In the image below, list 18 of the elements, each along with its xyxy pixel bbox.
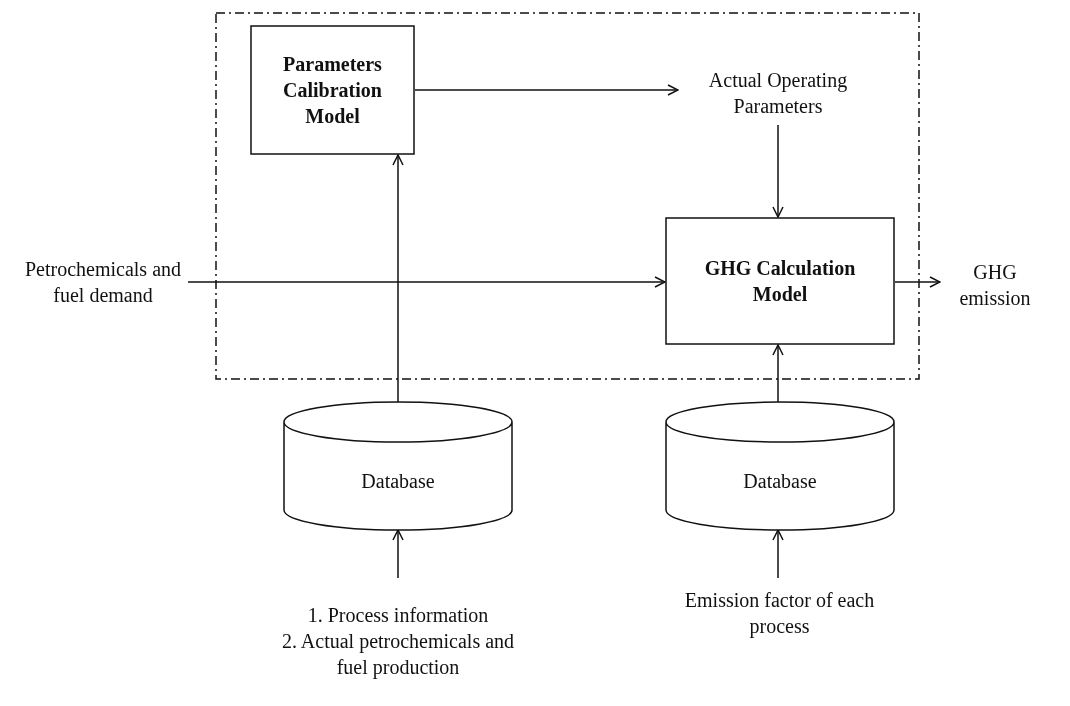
arrow: [414, 84, 679, 96]
arrow: [392, 529, 404, 579]
text-label: Actual Operating Parameters: [707, 67, 849, 119]
arrow: [772, 529, 784, 579]
text-label: Petrochemicals and fuel demand: [23, 257, 183, 308]
text-label: Database: [361, 469, 435, 494]
arrow: [772, 344, 784, 403]
arrow: [772, 124, 784, 218]
arrow: [894, 276, 941, 288]
arrow: [392, 154, 404, 403]
arrow: [187, 276, 666, 288]
text-label: GHG Calculation Model: [703, 256, 857, 307]
text-label: 1. Process information: [307, 602, 489, 628]
text-label: GHG emission: [958, 259, 1032, 311]
text-label: Database: [743, 469, 817, 494]
text-label: Emission factor of each process: [683, 588, 876, 639]
text-label: Parameters Calibration Model: [282, 52, 383, 129]
text-label: 2. Actual petrochemicals and fuel production: [280, 628, 516, 680]
